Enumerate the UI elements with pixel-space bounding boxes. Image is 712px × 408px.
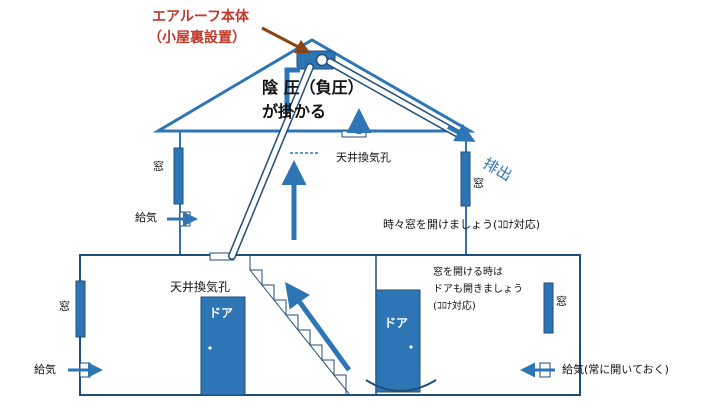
door-right	[375, 289, 421, 393]
upper-window-right	[460, 151, 471, 207]
upper-advice-label: 時々窓を開けましょう(ｺﾛﾅ対応)	[383, 218, 541, 231]
door-note-line1: 窓を開ける時は	[433, 267, 503, 278]
lower-ceiling-vent-label: 天井換気孔	[170, 280, 231, 294]
lower-window-right-label: 窓	[556, 295, 567, 308]
upper-window-left-label: 窓	[153, 160, 164, 173]
callout-leader	[261, 26, 311, 54]
door-note-line3: (ｺﾛﾅ対応)	[433, 301, 476, 312]
unit-placement-label: （小屋裏設置）	[148, 30, 246, 46]
duct-down-inner	[229, 64, 313, 259]
negative-pressure-label: 陰 圧（負圧）	[262, 78, 364, 97]
door-left-knob	[208, 346, 212, 350]
stair-up-arrow	[285, 281, 352, 372]
upper-supply-label: 給気	[135, 211, 157, 224]
exhaust-arrow	[447, 123, 476, 142]
staircase	[249, 255, 347, 395]
door-right-label: ドア	[384, 316, 409, 330]
door-right-knob	[409, 345, 413, 349]
unit-fan-icon	[315, 53, 329, 67]
lower-floor	[79, 254, 581, 396]
door-swing-arc	[365, 379, 437, 392]
negative-pressure-label-2: が掛かる	[262, 102, 327, 121]
lower-window-left-label: 窓	[59, 300, 70, 313]
lower-supply-left-label: 給気	[34, 363, 56, 376]
duct-exhaust-inner	[327, 59, 463, 138]
stair-rail	[249, 269, 351, 396]
upper-ceiling-vent	[341, 130, 367, 138]
lower-supply-right-label: 給気(常に開いておく)	[562, 363, 669, 376]
door-left-label: ドア	[209, 306, 234, 320]
unit-name-label: エアルーフ本体	[152, 9, 250, 25]
door-note-line2: ドアも開きましょう	[433, 284, 523, 295]
upper-ceiling-vent-label: 天井換気孔	[336, 151, 391, 164]
roof	[152, 38, 476, 133]
upper-window-right-label: 窓	[473, 177, 484, 190]
lower-window-left	[75, 280, 86, 338]
upper-window-left	[173, 147, 184, 205]
door-left	[200, 296, 246, 396]
lower-window-right	[543, 282, 554, 334]
unit-inlet-pipe	[284, 67, 300, 112]
